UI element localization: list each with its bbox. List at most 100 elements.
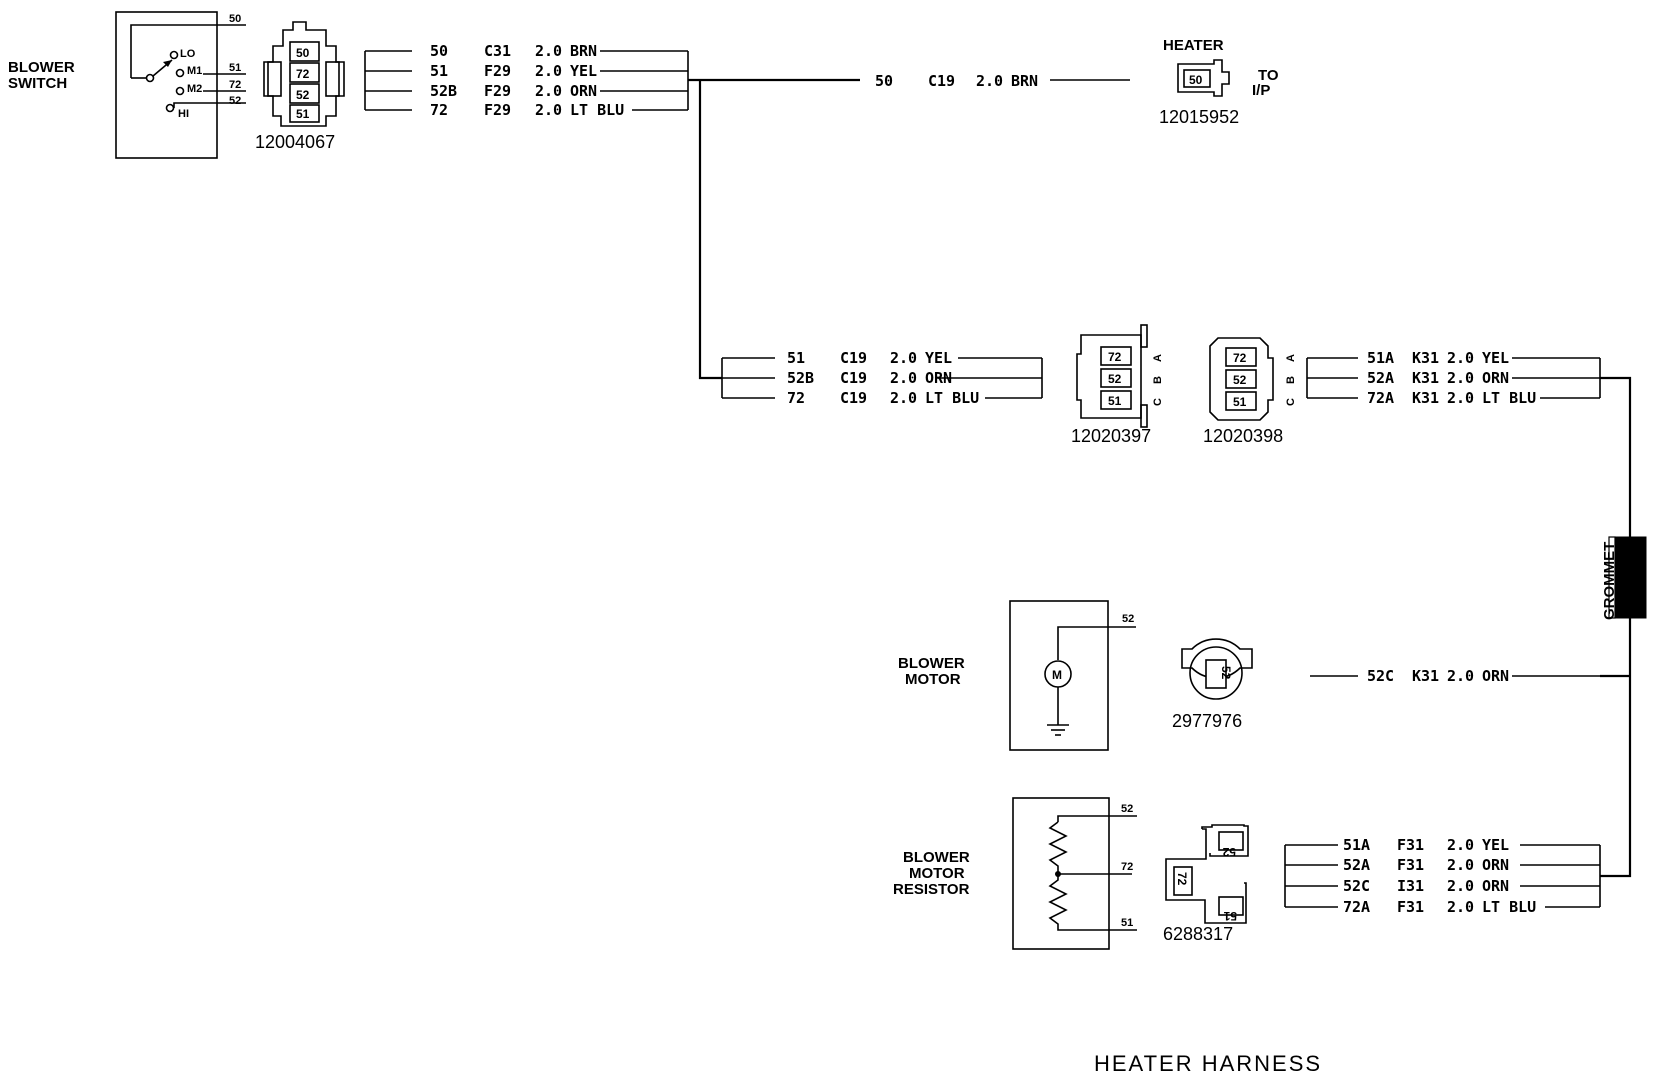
conn-12020397-pin-3: 51 [1108,394,1122,408]
conn-12020397-pin-2: 52 [1108,372,1122,386]
inline-wire-circuit: 51 [787,349,805,367]
engine-wire-size: 2.0 [1447,389,1474,407]
blower-motor-connector: 52 2977976 [1172,638,1253,731]
switch-circuit-50: 50 [229,13,241,25]
blower-switch: BLOWER SWITCH 50 LO M1 M2 HI 51 72 52 [8,11,246,159]
conn-12020398-part: 12020398 [1203,426,1283,446]
motor-wire-location: K31 [1412,667,1439,685]
resistor-circuit-72: 72 [1121,861,1133,873]
switch-pos-hi: HI [178,108,189,120]
blower-motor-label-2: MOTOR [905,671,961,688]
grommet-label: GROMMET [1601,542,1618,620]
switch-circuit-52: 52 [229,95,241,107]
diagram-title: HEATER HARNESS [1094,1051,1322,1076]
conn-12004067-pin-1: 50 [296,46,310,60]
engine-wire-location: K31 [1412,349,1439,367]
heater-to-label: TO [1258,67,1279,84]
resistor-wire-color: YEL [1482,836,1509,854]
resistor-wire-size: 2.0 [1447,856,1474,874]
motor-wire-circuit: 52C [1367,667,1394,685]
switch-circuit-51: 51 [229,62,241,74]
resistor-wire-location: F31 [1397,856,1424,874]
switch-wire-circuit: 50 [430,42,448,60]
resistor-wire-location: I31 [1397,877,1424,895]
switch-wire-size: 2.0 [535,62,562,80]
resistor-wire-color: ORN [1482,856,1509,874]
resistor-connector: 52 72 51 6288317 [1163,824,1249,944]
blower-motor-circuit: 52 [1122,613,1134,625]
blower-switch-body [115,11,218,159]
engine-wire-location: K31 [1412,369,1439,387]
conn-12020397-cavity-a: A [1152,354,1164,362]
resistor-label-1: BLOWER [903,849,970,866]
switch-wire-size: 2.0 [535,42,562,60]
switch-wire-color: BRN [570,42,597,60]
engine-wire-color: YEL [1482,349,1509,367]
switch-wire-size: 2.0 [535,101,562,119]
conn-12020398-cavity-b: B [1285,376,1297,384]
resistor-pin-72: 72 [1175,872,1189,886]
heater-connector: 50 C19 2.0 BRN HEATER 50 TO I/P 12015952 [875,37,1279,127]
switch-wire-circuit: 72 [430,101,448,119]
engine-wire-circuit: 72A [1367,389,1394,407]
conn-12020397-cavity-b: B [1152,376,1164,384]
conn-12004067-pin-3: 52 [296,88,310,102]
heater-part: 12015952 [1159,107,1239,127]
resistor-wire-circuit: 52C [1343,877,1370,895]
conn-12020397-part: 12020397 [1071,426,1151,446]
resistor-wire-size: 2.0 [1447,836,1474,854]
inline-connector-12020397: 72 52 51 A B C 12020397 [1071,324,1164,446]
conn-12020398-pin-1: 72 [1233,351,1247,365]
inline-wire-circuit: 72 [787,389,805,407]
resistor-part: 6288317 [1163,924,1233,944]
inline-wire-size: 2.0 [890,369,917,387]
engine-wire-circuit: 52A [1367,369,1394,387]
switch-pos-m2: M2 [187,83,202,95]
engine-wire-location: K31 [1412,389,1439,407]
resistor-wire-color: ORN [1482,877,1509,895]
conn-12004067-pin-4: 51 [296,107,310,121]
blower-motor: BLOWER MOTOR 52 M [898,600,1136,751]
resistor-pin-52: 52 [1222,845,1236,859]
engine-wire-group: 51A K31 2.0 YEL 52A K31 2.0 ORN 72A K31 … [1306,349,1601,407]
inline-wire-location: C19 [840,349,867,367]
switch-wire-location: C31 [484,42,511,60]
inline-wire-size: 2.0 [890,389,917,407]
conn-12020398-cavity-a: A [1285,354,1297,362]
motor-symbol-label: M [1052,668,1062,682]
resistor-pin-51: 51 [1223,909,1237,923]
conn-12020397-pin-1: 72 [1108,350,1122,364]
resistor-wire-location: F31 [1397,898,1424,916]
switch-wire-color: LT BLU [570,101,624,119]
switch-circuit-72: 72 [229,79,241,91]
conn-12020398-cavity-c: C [1285,398,1297,406]
resistor-circuit-52: 52 [1121,803,1133,815]
engine-wire-size: 2.0 [1447,349,1474,367]
blower-motor-part: 2977976 [1172,711,1242,731]
switch-pos-lo: LO [180,48,196,60]
inline-wire-location: C19 [840,389,867,407]
switch-wire-circuit: 52B [430,82,457,100]
engine-wire-color: LT BLU [1482,389,1536,407]
inline-wire-group: 51 C19 2.0 YEL 52B C19 2.0 ORN 72 C19 2.… [721,349,1043,407]
resistor-wire-size: 2.0 [1447,877,1474,895]
blower-motor-wire: 52C K31 2.0 ORN [1310,667,1600,685]
resistor-wire-color: LT BLU [1482,898,1536,916]
switch-wire-location: F29 [484,62,511,80]
switch-wire-location: F29 [484,82,511,100]
engine-wire-circuit: 51A [1367,349,1394,367]
resistor-wire-circuit: 52A [1343,856,1370,874]
conn-12020398-pin-3: 51 [1233,395,1247,409]
resistor-wire-circuit: 51A [1343,836,1370,854]
motor-wire-size: 2.0 [1447,667,1474,685]
trunk-down [698,80,722,380]
motor-wire-color: ORN [1482,667,1509,685]
inline-wire-color: LT BLU [925,389,979,407]
switch-wire-size: 2.0 [535,82,562,100]
heater-ip-label: I/P [1252,82,1270,99]
connector-12004067: 50 72 52 51 12004067 [255,21,345,152]
resistor-wire-circuit: 72A [1343,898,1370,916]
blower-switch-label-1: BLOWER [8,59,75,76]
heater-wire-location: C19 [928,72,955,90]
